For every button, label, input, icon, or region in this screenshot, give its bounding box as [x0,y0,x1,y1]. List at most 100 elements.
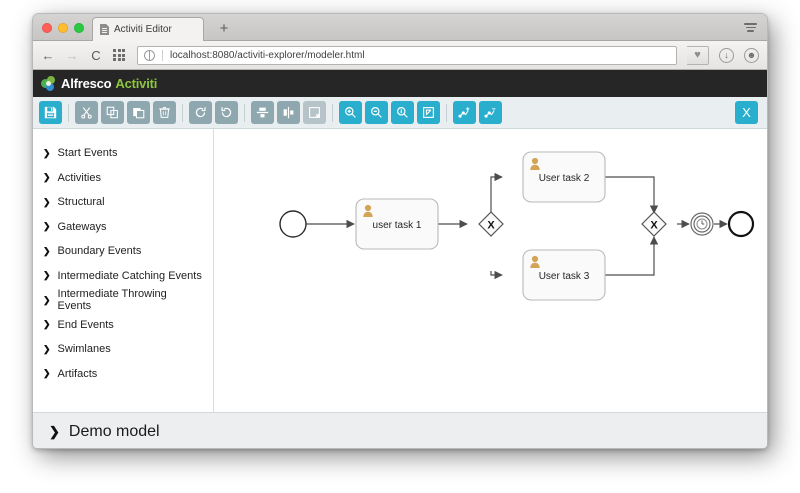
remove-bendpoint-button[interactable] [479,101,502,124]
brand-alfresco-label: Alfresco [61,76,112,91]
toolbar-separator [332,103,333,122]
minimize-window-button[interactable] [58,23,68,33]
start-event-node [279,210,307,238]
svg-text:X: X [487,220,495,232]
zoom-fit-button[interactable] [417,101,440,124]
model-footer[interactable]: ❯ Demo model [33,412,767,448]
cut-button[interactable] [75,101,98,124]
bookmark-button[interactable]: ♥ [687,45,709,65]
sequence-flows [306,172,728,280]
browser-tab-title: Activiti Editor [114,24,172,35]
heart-icon: ♥ [694,48,701,61]
chevron-right-icon: ❯ [43,294,51,305]
chevron-right-icon: ❯ [43,147,51,158]
chevron-right-icon: ❯ [43,245,51,256]
browser-menu-icon[interactable] [744,23,757,32]
same-size-button[interactable] [303,101,326,124]
save-button[interactable] [39,101,62,124]
sidebar-item-label: Structural [57,196,105,209]
align-vertical-button[interactable] [251,101,274,124]
window-controls[interactable] [42,23,84,33]
app-header: Alfresco Activiti [33,70,767,97]
maximize-window-button[interactable] [74,23,84,33]
chevron-right-icon: ❯ [43,172,51,183]
user-icon [530,255,540,268]
chevron-right-icon: ❯ [43,319,51,330]
close-editor-button[interactable]: X [735,101,758,124]
sidebar-item-label: Start Events [57,147,118,160]
back-button[interactable]: ← [41,47,55,63]
sidebar-item-label: Swimlanes [57,343,111,356]
sidebar-item-end-events[interactable]: ❯ End Events [33,313,213,338]
url-bar[interactable]: localhost:8080/activiti-explorer/modeler… [137,45,677,65]
zoom-actual-button[interactable] [391,101,414,124]
user-task-1-label: user task 1 [373,220,422,231]
paste-button[interactable] [127,101,150,124]
zoom-out-button[interactable] [365,101,388,124]
copy-button[interactable] [101,101,124,124]
close-window-button[interactable] [42,23,52,33]
sidebar-item-structural[interactable]: ❯ Structural [33,190,213,215]
sidebar-item-artifacts[interactable]: ❯ Artifacts [33,362,213,387]
chevron-right-icon: ❯ [43,368,51,379]
url-text: localhost:8080/activiti-explorer/modeler… [170,49,365,61]
user-task-2-label: User task 2 [539,173,590,184]
align-horizontal-button[interactable] [277,101,300,124]
sidebar-item-intermediate-throwing-events[interactable]: ❯ Intermediate Throwing Events [33,288,213,313]
browser-tab[interactable]: Activiti Editor [92,17,204,41]
forward-button[interactable]: → [65,47,79,63]
sidebar-item-label: Activities [57,171,101,184]
user-icon [530,157,540,170]
sidebar-item-gateways[interactable]: ❯ Gateways [33,215,213,240]
sidebar-item-label: Intermediate Throwing Events [57,288,167,313]
bpmn-diagram[interactable]: user task 1 X User task 2 [214,129,766,412]
chevron-right-icon: ❯ [43,221,51,232]
editor-body: ❯ Start Events ❯ Activities ❯ Structural… [33,129,767,412]
model-title: Demo model [68,422,160,440]
sidebar-item-swimlanes[interactable]: ❯ Swimlanes [33,337,213,362]
end-event-node [727,210,755,238]
page-icon [100,24,109,35]
bpmn-canvas[interactable]: user task 1 X User task 2 [214,129,767,412]
chevron-right-icon: ❯ [43,196,51,207]
zoom-in-button[interactable] [339,101,362,124]
undo-button[interactable] [215,101,238,124]
alfresco-logo-icon [41,75,57,92]
user-icon [363,204,373,217]
toolbar-separator [244,103,245,122]
sidebar-item-label: Intermediate Catching Events [57,269,202,282]
download-icon[interactable]: ↓ [719,47,734,63]
reload-button[interactable]: C [91,47,101,63]
sidebar-item-label: Boundary Events [57,245,142,258]
exclusive-gateway-2-node: X [641,211,667,237]
url-divider [162,49,163,61]
sidebar-item-intermediate-catching-events[interactable]: ❯ Intermediate Catching Events [33,264,213,289]
redo-button[interactable] [189,101,212,124]
intermediate-catch-event-node [690,212,714,236]
delete-button[interactable] [153,101,176,124]
svg-text:X: X [650,220,658,232]
browser-window: Activiti Editor + ← → C localhost:8080/a… [33,14,767,448]
chevron-right-icon: ❯ [43,343,51,354]
user-task-1-node: user task 1 [355,198,439,250]
exclusive-gateway-1-node: X [478,211,504,237]
profile-icon[interactable]: ☻ [744,47,759,63]
chevron-right-icon: ❯ [49,424,60,439]
apps-grid-icon[interactable] [113,49,125,61]
palette-sidebar: ❯ Start Events ❯ Activities ❯ Structural… [33,129,214,412]
toolbar-separator [68,103,69,122]
new-tab-button[interactable]: + [219,20,229,37]
toolbar-separator [446,103,447,122]
add-bendpoint-button[interactable] [453,101,476,124]
user-task-3-label: User task 3 [539,271,590,282]
sidebar-item-activities[interactable]: ❯ Activities [33,166,213,191]
sidebar-item-boundary-events[interactable]: ❯ Boundary Events [33,239,213,264]
sidebar-item-label: End Events [57,318,114,331]
sidebar-item-start-events[interactable]: ❯ Start Events [33,141,213,166]
browser-tab-strip: Activiti Editor + [33,14,767,41]
globe-icon [144,49,155,61]
brand-activiti-label: Activiti [115,76,158,91]
browser-nav-bar: ← → C localhost:8080/activiti-explorer/m… [33,41,767,70]
sidebar-item-label: Gateways [57,220,107,233]
